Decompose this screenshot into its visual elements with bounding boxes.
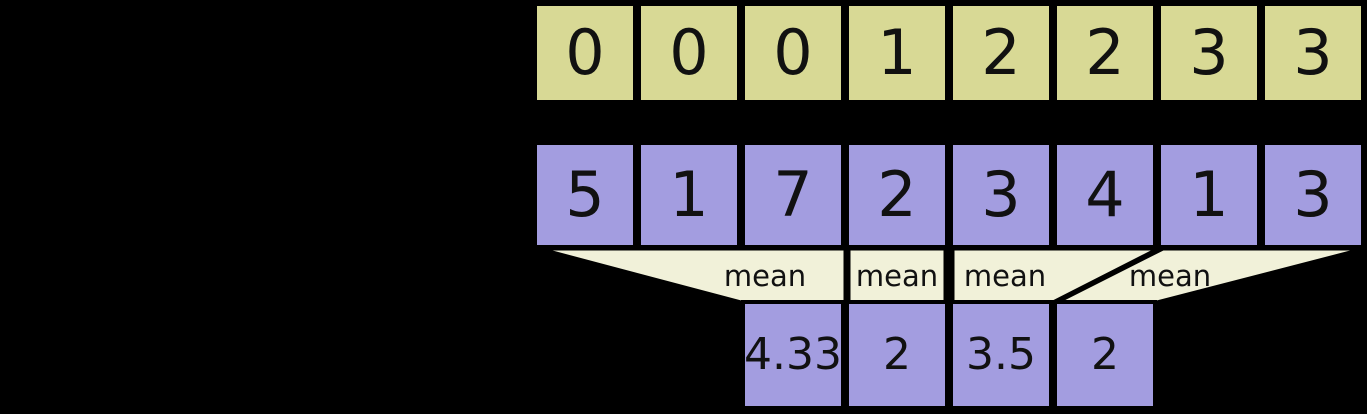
mean-label: mean (723, 259, 807, 293)
result-cell: 4.33 (741, 300, 845, 410)
segment-cell: 1 (845, 2, 949, 104)
segment-cell: 0 (741, 2, 845, 104)
segment-cell: 2 (1053, 2, 1157, 104)
mean-label: mean (1128, 259, 1212, 293)
result-cell: 3.5 (949, 300, 1053, 410)
data-cell: 1 (637, 141, 741, 249)
segment-cell: 2 (949, 2, 1053, 104)
result-cell: 2 (845, 300, 949, 410)
data-cell: 3 (1261, 141, 1365, 249)
data-row: 5 1 7 2 3 4 1 3 (533, 141, 1365, 249)
funnel-shape-4 (1057, 247, 1363, 304)
result-cell: 2 (1053, 300, 1157, 410)
segment-cell: 0 (533, 2, 637, 104)
mean-label: mean (855, 259, 939, 293)
segment-cell: 3 (1261, 2, 1365, 104)
data-cell: 3 (949, 141, 1053, 249)
data-cell: 2 (845, 141, 949, 249)
data-cell: 7 (741, 141, 845, 249)
data-cell: 1 (1157, 141, 1261, 249)
segment-cell: 0 (637, 2, 741, 104)
result-row: 4.33 2 3.5 2 (741, 300, 1157, 410)
mean-label: mean (963, 259, 1047, 293)
segment-cell: 3 (1157, 2, 1261, 104)
data-cell: 4 (1053, 141, 1157, 249)
data-cell: 5 (533, 141, 637, 249)
segment-ids-row: 0 0 0 1 2 2 3 3 (533, 2, 1365, 104)
